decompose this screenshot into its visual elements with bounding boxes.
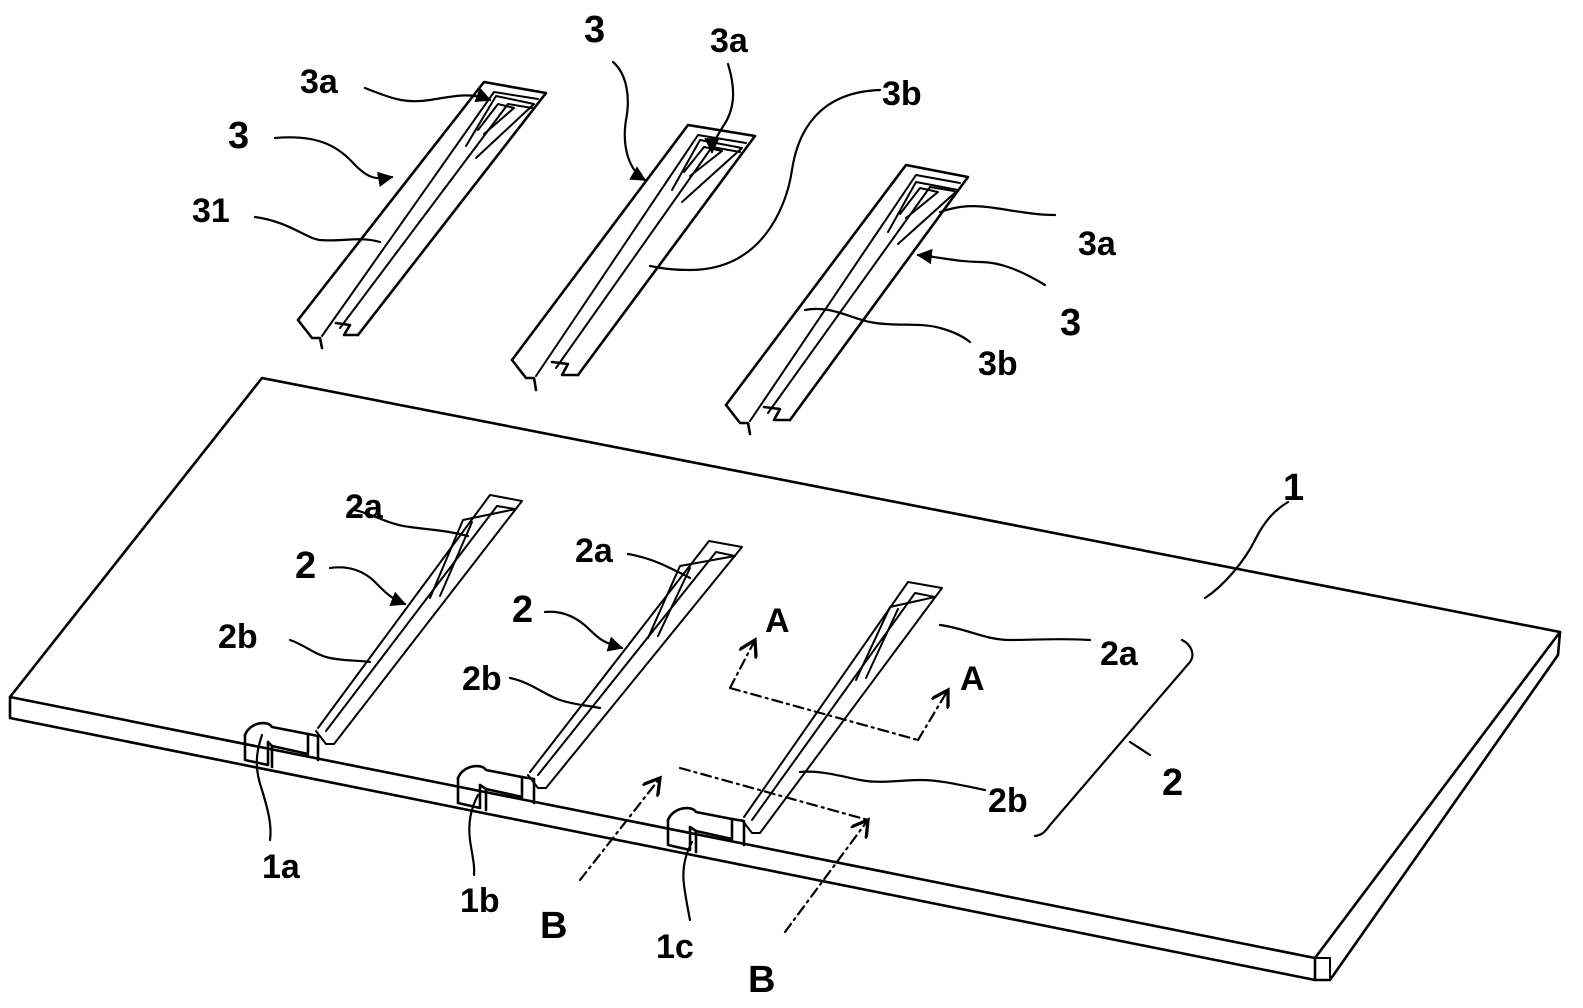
label-3-top-middle: 3 — [584, 9, 605, 51]
label-1-substrate: 1 — [1283, 467, 1304, 509]
groove-middle — [527, 540, 743, 789]
part-3-right — [724, 163, 970, 436]
label-3a-top-middle: 3a — [710, 22, 749, 60]
notch-1b — [456, 764, 536, 812]
reference-labels: 3a 3 31 3 3a 3b 3a 3 3b 1 2a 2 2b 2a 2 2… — [192, 9, 1304, 1001]
part-3-left — [296, 80, 548, 350]
label-3-top-right: 3 — [1060, 302, 1081, 344]
part-3-middle — [510, 123, 757, 392]
label-section-b-left: B — [540, 905, 567, 947]
label-2a-right: 2a — [1100, 635, 1139, 673]
label-section-a-right: A — [960, 660, 985, 698]
label-2-bracket: 2 — [1162, 762, 1183, 804]
groove-right — [741, 581, 943, 834]
groove-left — [315, 494, 523, 745]
label-notch-1c: 1c — [656, 928, 694, 966]
leader-lines — [253, 60, 1290, 922]
label-3a-top-right: 3a — [1078, 225, 1117, 263]
label-3b-top-right: 3b — [978, 345, 1018, 383]
label-2-middle: 2 — [512, 589, 533, 631]
section-line-b — [578, 766, 868, 934]
label-section-b-right: B — [748, 959, 775, 1001]
label-3-top-left: 3 — [228, 115, 249, 157]
substrate-plate — [8, 376, 1562, 982]
label-31: 31 — [192, 192, 230, 230]
label-section-a-left: A — [765, 602, 790, 640]
label-2a-left: 2a — [345, 488, 384, 526]
label-notch-1a: 1a — [262, 848, 301, 886]
label-notch-1b: 1b — [460, 882, 500, 920]
label-2b-right: 2b — [988, 782, 1028, 820]
label-2b-left: 2b — [218, 618, 258, 656]
label-2a-middle: 2a — [575, 532, 614, 570]
label-2b-middle: 2b — [462, 660, 502, 698]
section-line-a — [728, 640, 948, 742]
label-3b-top-middle: 3b — [882, 75, 922, 113]
label-2-left: 2 — [295, 545, 316, 587]
label-3a-top-left: 3a — [300, 63, 339, 101]
